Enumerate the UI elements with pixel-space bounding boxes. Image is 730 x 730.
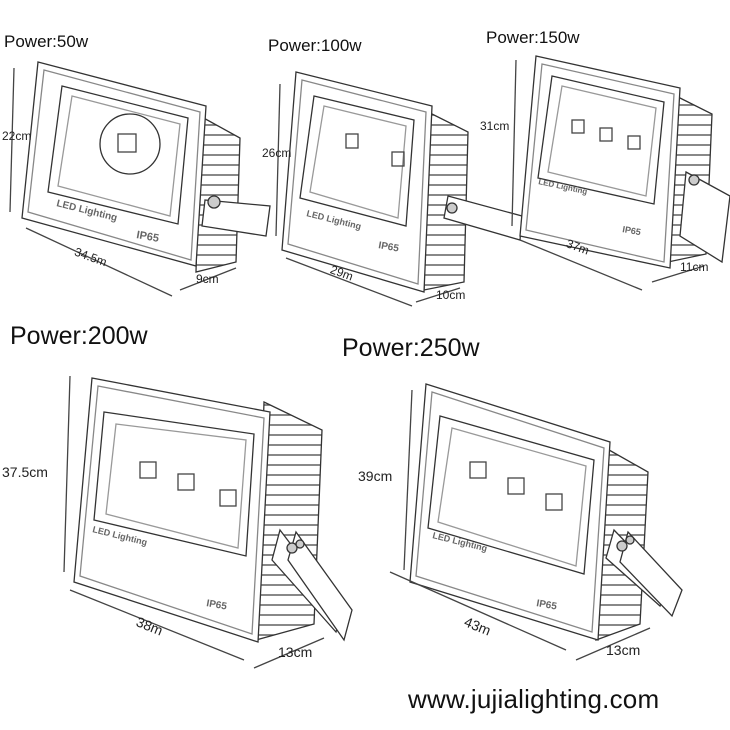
depth-150w: 11cm <box>680 260 709 274</box>
floodlight-200w-drawing <box>63 375 353 669</box>
floodlight-50w-drawing <box>9 61 271 297</box>
rating-250w: IP65 <box>535 598 558 612</box>
rating-200w: IP65 <box>205 598 228 612</box>
height-250w: 39cm <box>358 468 393 484</box>
rating-50w: IP65 <box>135 229 159 245</box>
height-150w: 31cm <box>480 119 510 133</box>
power-250w-label: Power:250w <box>342 334 480 362</box>
power-200w-label: Power:200w <box>10 322 148 350</box>
depth-100w: 10cm <box>436 288 466 302</box>
website-url: www.jujialighting.com <box>408 684 660 714</box>
power-100w-label: Power:100w <box>268 36 362 55</box>
rating-150w: IP65 <box>622 224 642 237</box>
power-50w-label: Power:50w <box>4 32 89 51</box>
floodlight-150w-drawing <box>511 55 730 291</box>
depth-250w: 13cm <box>606 642 641 658</box>
depth-50w: 9cm <box>196 272 219 286</box>
height-100w: 26cm <box>262 146 292 160</box>
height-200w: 37.5cm <box>2 464 48 480</box>
floodlight-100w-drawing <box>275 71 523 307</box>
rating-100w: IP65 <box>377 240 400 254</box>
floodlight-250w-drawing <box>389 383 683 661</box>
depth-200w: 13cm <box>278 644 313 660</box>
power-150w-label: Power:150w <box>486 28 580 47</box>
height-50w: 22cm <box>2 129 32 143</box>
